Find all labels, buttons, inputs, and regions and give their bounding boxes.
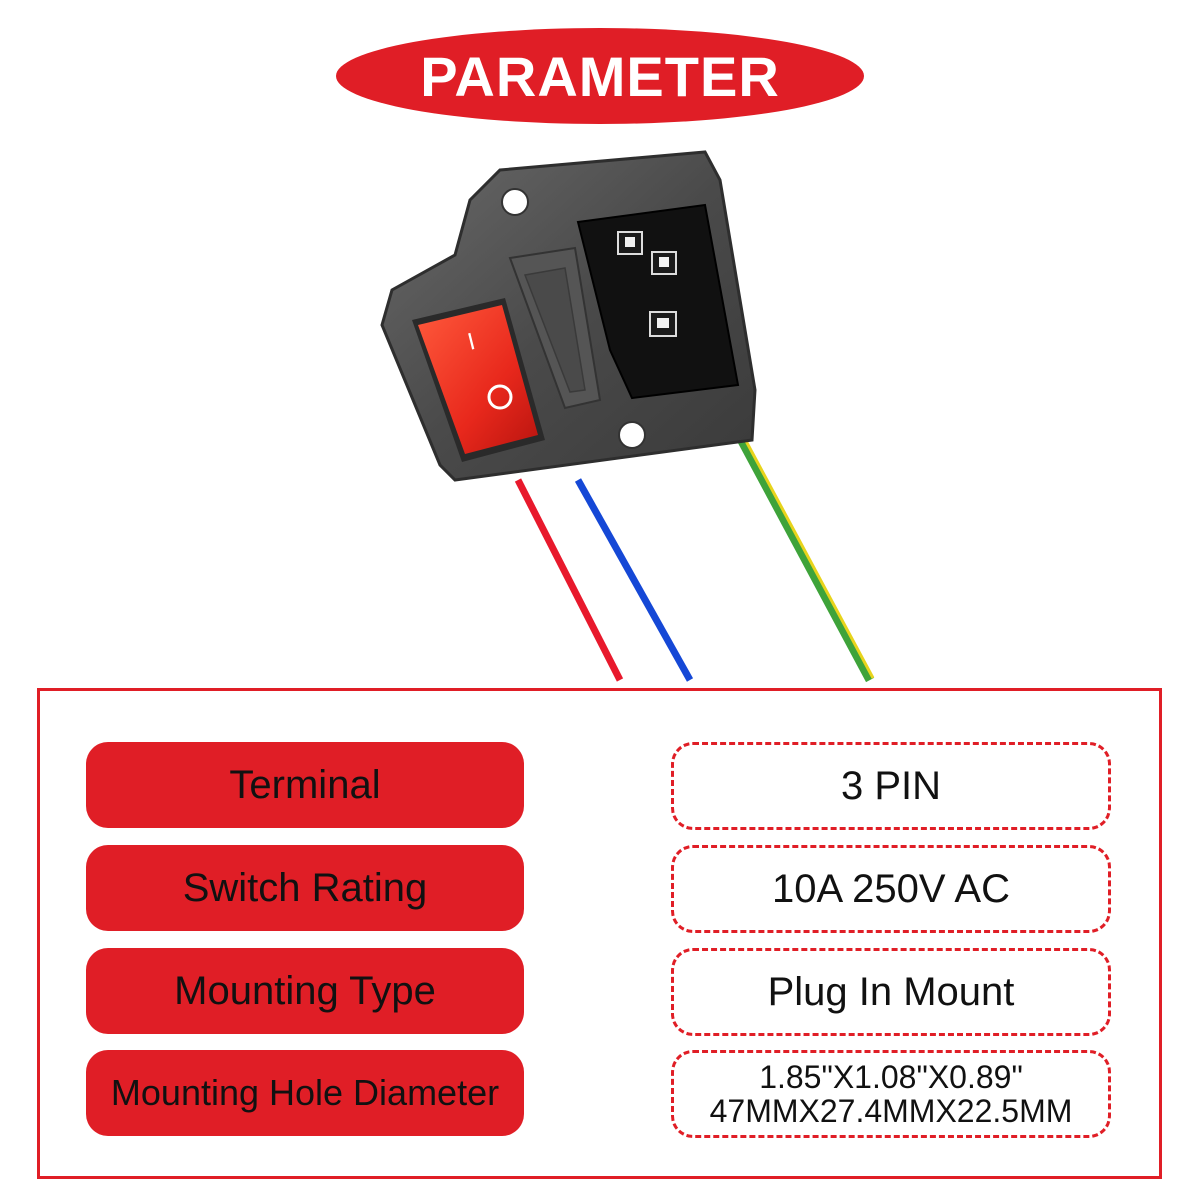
- title-banner: PARAMETER: [336, 28, 864, 124]
- spec-value-switch-rating: 10A 250V AC: [671, 845, 1111, 933]
- wires: [514, 397, 875, 683]
- spec-label-mounting-hole-diameter: Mounting Hole Diameter: [86, 1050, 524, 1136]
- spec-label-text: Mounting Type: [174, 968, 436, 1013]
- red-wire: [514, 478, 624, 682]
- banner-title: PARAMETER: [420, 44, 780, 108]
- spec-label-mounting-type: Mounting Type: [86, 948, 524, 1034]
- spec-value-text: 10A 250V AC: [772, 867, 1010, 911]
- specs-frame: [37, 688, 1162, 1179]
- spec-value-text: 3 PIN: [840, 764, 942, 808]
- spec-value-terminal: 3 PIN: [671, 742, 1111, 830]
- spec-value-mm: 47MMX27.4MMX22.5MM: [709, 1093, 1073, 1129]
- spec-label-terminal: Terminal: [86, 742, 524, 828]
- spec-label-text: Mounting Hole Diameter: [110, 1072, 500, 1113]
- spec-label-text: Terminal: [229, 762, 381, 807]
- fuse-holder: [508, 246, 602, 410]
- iec-socket: [576, 203, 740, 400]
- power-inlet-switch-image: I: [380, 150, 875, 683]
- socket-pin-bottom: [649, 311, 677, 337]
- rocker-switch: I: [412, 298, 545, 462]
- spec-value-mounting-type: Plug In Mount: [671, 948, 1111, 1036]
- blue-wire: [574, 478, 694, 682]
- mounting-hole-top: [501, 188, 529, 216]
- spec-value-inches: 1.85"X1.08"X0.89": [759, 1059, 1023, 1095]
- spec-value-mounting-hole-diameter: 1.85"X1.08"X0.89" 47MMX27.4MMX22.5MM: [671, 1050, 1111, 1138]
- ground-wire: [716, 397, 874, 683]
- spec-label-switch-rating: Switch Rating: [86, 845, 524, 931]
- spec-value-text: Plug In Mount: [767, 970, 1015, 1014]
- switch-off-mark: [487, 384, 513, 410]
- spec-label-text: Switch Rating: [182, 865, 428, 910]
- mounting-hole-bottom: [618, 421, 646, 449]
